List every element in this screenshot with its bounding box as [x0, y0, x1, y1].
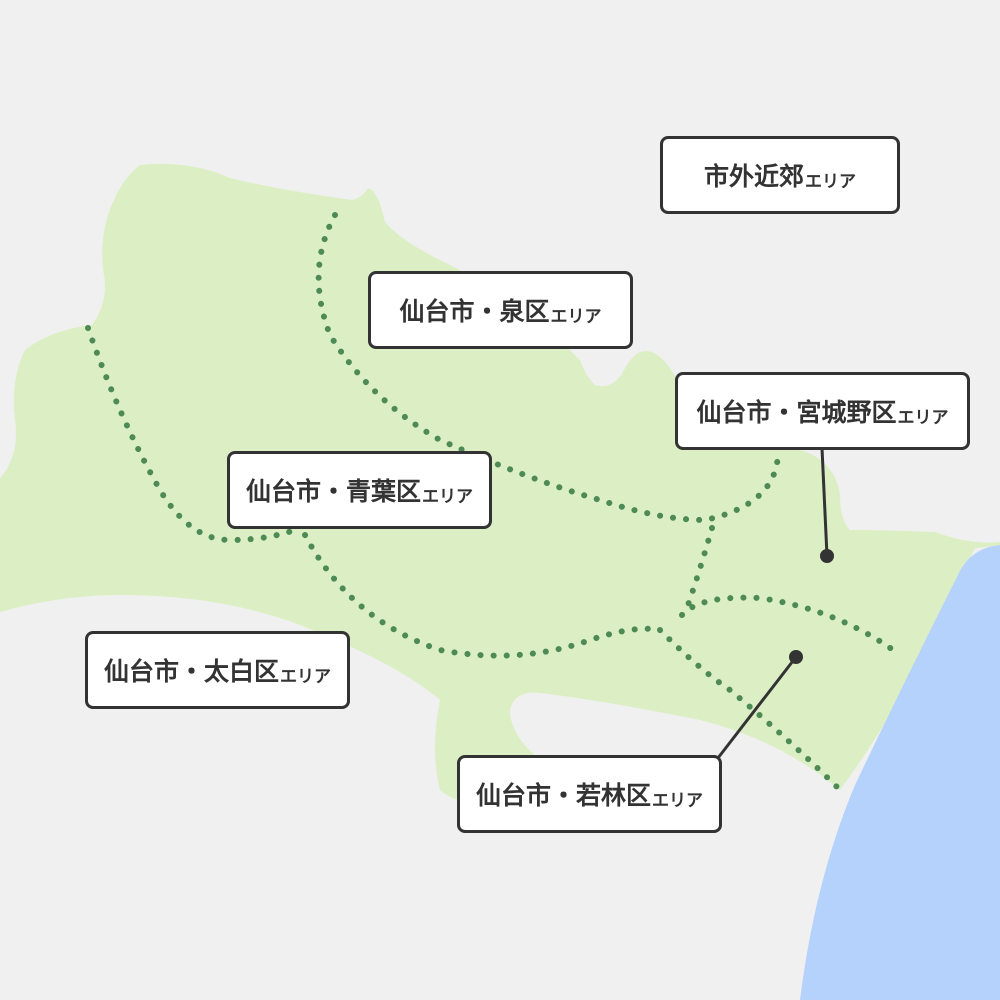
area-suffix-miyagino: エリア	[897, 407, 949, 428]
boundary-taihaku-wakabayashi	[657, 627, 843, 793]
sea	[800, 545, 1000, 1000]
area-suffix-aoba: エリア	[422, 486, 473, 507]
leader-line-miyagino	[820, 447, 829, 557]
area-name-wakabayashi: 仙台市・若林区	[475, 781, 651, 810]
leader-lines	[716, 447, 834, 759]
area-name-izumi: 仙台市・泉区	[399, 297, 550, 326]
area-name-suburbs: 市外近郊	[703, 162, 804, 191]
pin-wakabayashi	[789, 650, 803, 664]
area-suffix-suburbs: エリア	[805, 171, 856, 192]
leader-line-wakabayashi	[716, 656, 798, 759]
area-suffix-izumi: エリア	[550, 306, 602, 327]
area-label-miyagino[interactable]: 仙台市・宮城野区エリア	[675, 372, 970, 450]
area-label-taihaku[interactable]: 仙台市・太白区エリア	[85, 631, 350, 709]
area-suffix-taihaku: エリア	[280, 666, 331, 687]
area-suffix-wakabayashi: エリア	[652, 790, 703, 811]
ward-boundaries	[85, 212, 903, 793]
sendai-city-land	[0, 163, 1000, 801]
boundary-aoba-miyagino	[685, 525, 715, 608]
boundary-izumi-aoba	[315, 212, 781, 524]
boundary-miyagino-wakabayashi	[679, 594, 903, 658]
area-name-miyagino: 仙台市・宮城野区	[696, 398, 897, 427]
area-label-wakabayashi[interactable]: 仙台市・若林区エリア	[457, 755, 722, 833]
pin-miyagino	[820, 549, 834, 563]
area-label-izumi[interactable]: 仙台市・泉区エリア	[368, 271, 633, 349]
area-name-taihaku: 仙台市・太白区	[103, 657, 279, 686]
area-label-aoba[interactable]: 仙台市・青葉区エリア	[227, 451, 492, 529]
area-label-suburbs[interactable]: 市外近郊エリア	[660, 136, 900, 214]
area-name-aoba: 仙台市・青葉区	[245, 477, 421, 506]
boundary-aoba-taihaku	[302, 532, 663, 659]
